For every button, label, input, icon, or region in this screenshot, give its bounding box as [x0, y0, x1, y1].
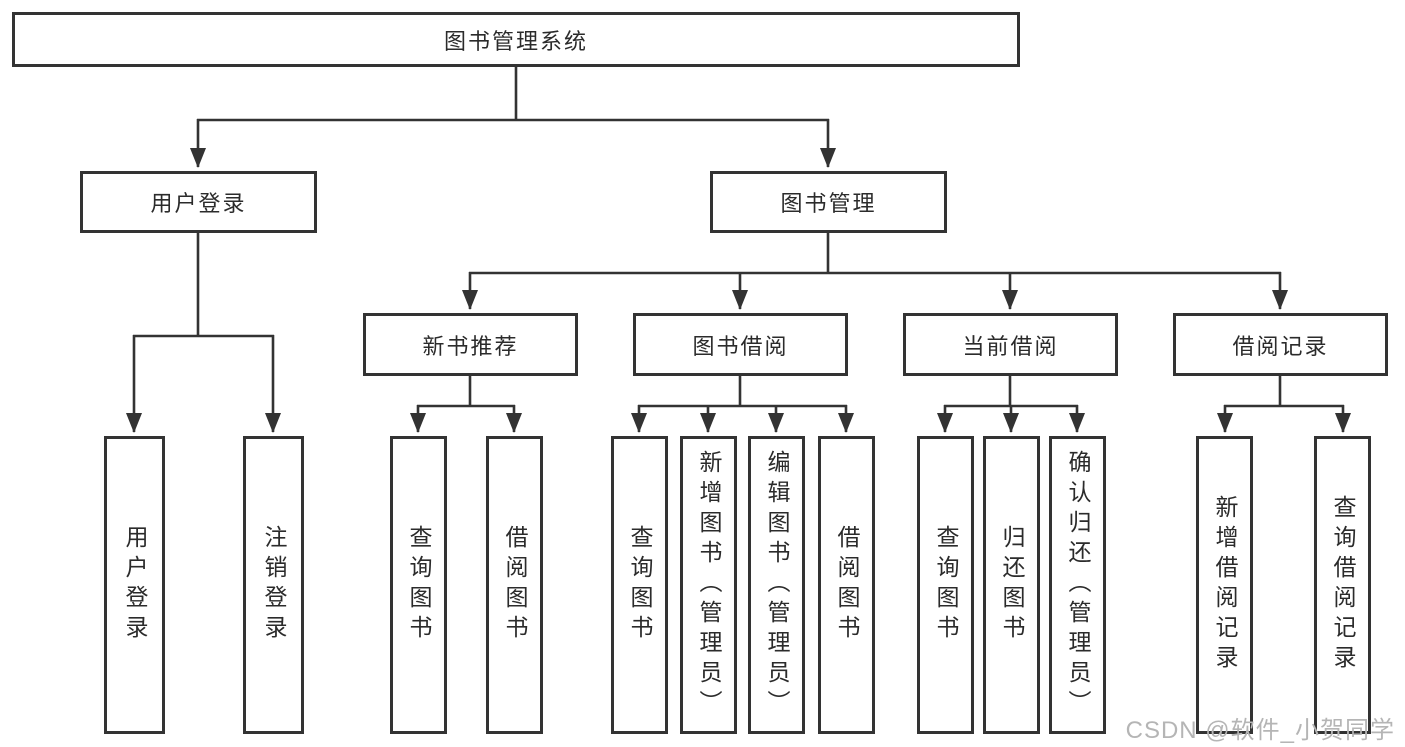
leaf-edit-book-admin-label: 编辑图书（管理员） — [764, 450, 790, 720]
leaf-query-books-recommend: 查询图书 — [390, 436, 447, 734]
node-root-system: 图书管理系统 — [12, 12, 1020, 67]
leaf-query-books-borrow-label: 查询图书 — [627, 525, 653, 645]
node-book-borrowing: 图书借阅 — [633, 313, 848, 376]
node-new-book-recommendation: 新书推荐 — [363, 313, 578, 376]
leaf-logout-label: 注销登录 — [261, 525, 287, 645]
leaf-borrow-books: 借阅图书 — [818, 436, 875, 734]
watermark: CSDN @软件_小贺同学 — [1125, 717, 1395, 744]
leaf-query-borrow-record-label: 查询借阅记录 — [1330, 495, 1356, 675]
leaf-borrow-books-recommend: 借阅图书 — [486, 436, 543, 734]
leaf-edit-book-admin: 编辑图书（管理员） — [748, 436, 805, 734]
node-borrowing-records: 借阅记录 — [1173, 313, 1388, 376]
leaf-return-book-label: 归还图书 — [999, 525, 1025, 645]
leaf-confirm-return-admin-label: 确认归还（管理员） — [1065, 450, 1091, 720]
leaf-add-book-admin: 新增图书（管理员） — [680, 436, 737, 734]
leaf-add-book-admin-label: 新增图书（管理员） — [696, 450, 722, 720]
leaf-borrow-books-label: 借阅图书 — [834, 525, 860, 645]
leaf-add-borrow-record-label: 新增借阅记录 — [1212, 495, 1238, 675]
leaf-query-books-current-label: 查询图书 — [933, 525, 959, 645]
leaf-query-books-borrow: 查询图书 — [611, 436, 668, 734]
node-user-login-branch: 用户登录 — [80, 171, 317, 233]
leaf-add-borrow-record: 新增借阅记录 — [1196, 436, 1253, 734]
leaf-query-books-current: 查询图书 — [917, 436, 974, 734]
node-book-management-branch: 图书管理 — [710, 171, 947, 233]
leaf-user-login-label: 用户登录 — [122, 525, 148, 645]
leaf-confirm-return-admin: 确认归还（管理员） — [1049, 436, 1106, 734]
leaf-borrow-books-recommend-label: 借阅图书 — [502, 525, 528, 645]
leaf-query-borrow-record: 查询借阅记录 — [1314, 436, 1371, 734]
leaf-return-book: 归还图书 — [983, 436, 1040, 734]
leaf-user-login: 用户登录 — [104, 436, 165, 734]
node-current-borrowing: 当前借阅 — [903, 313, 1118, 376]
leaf-logout: 注销登录 — [243, 436, 304, 734]
leaf-query-books-recommend-label: 查询图书 — [406, 525, 432, 645]
